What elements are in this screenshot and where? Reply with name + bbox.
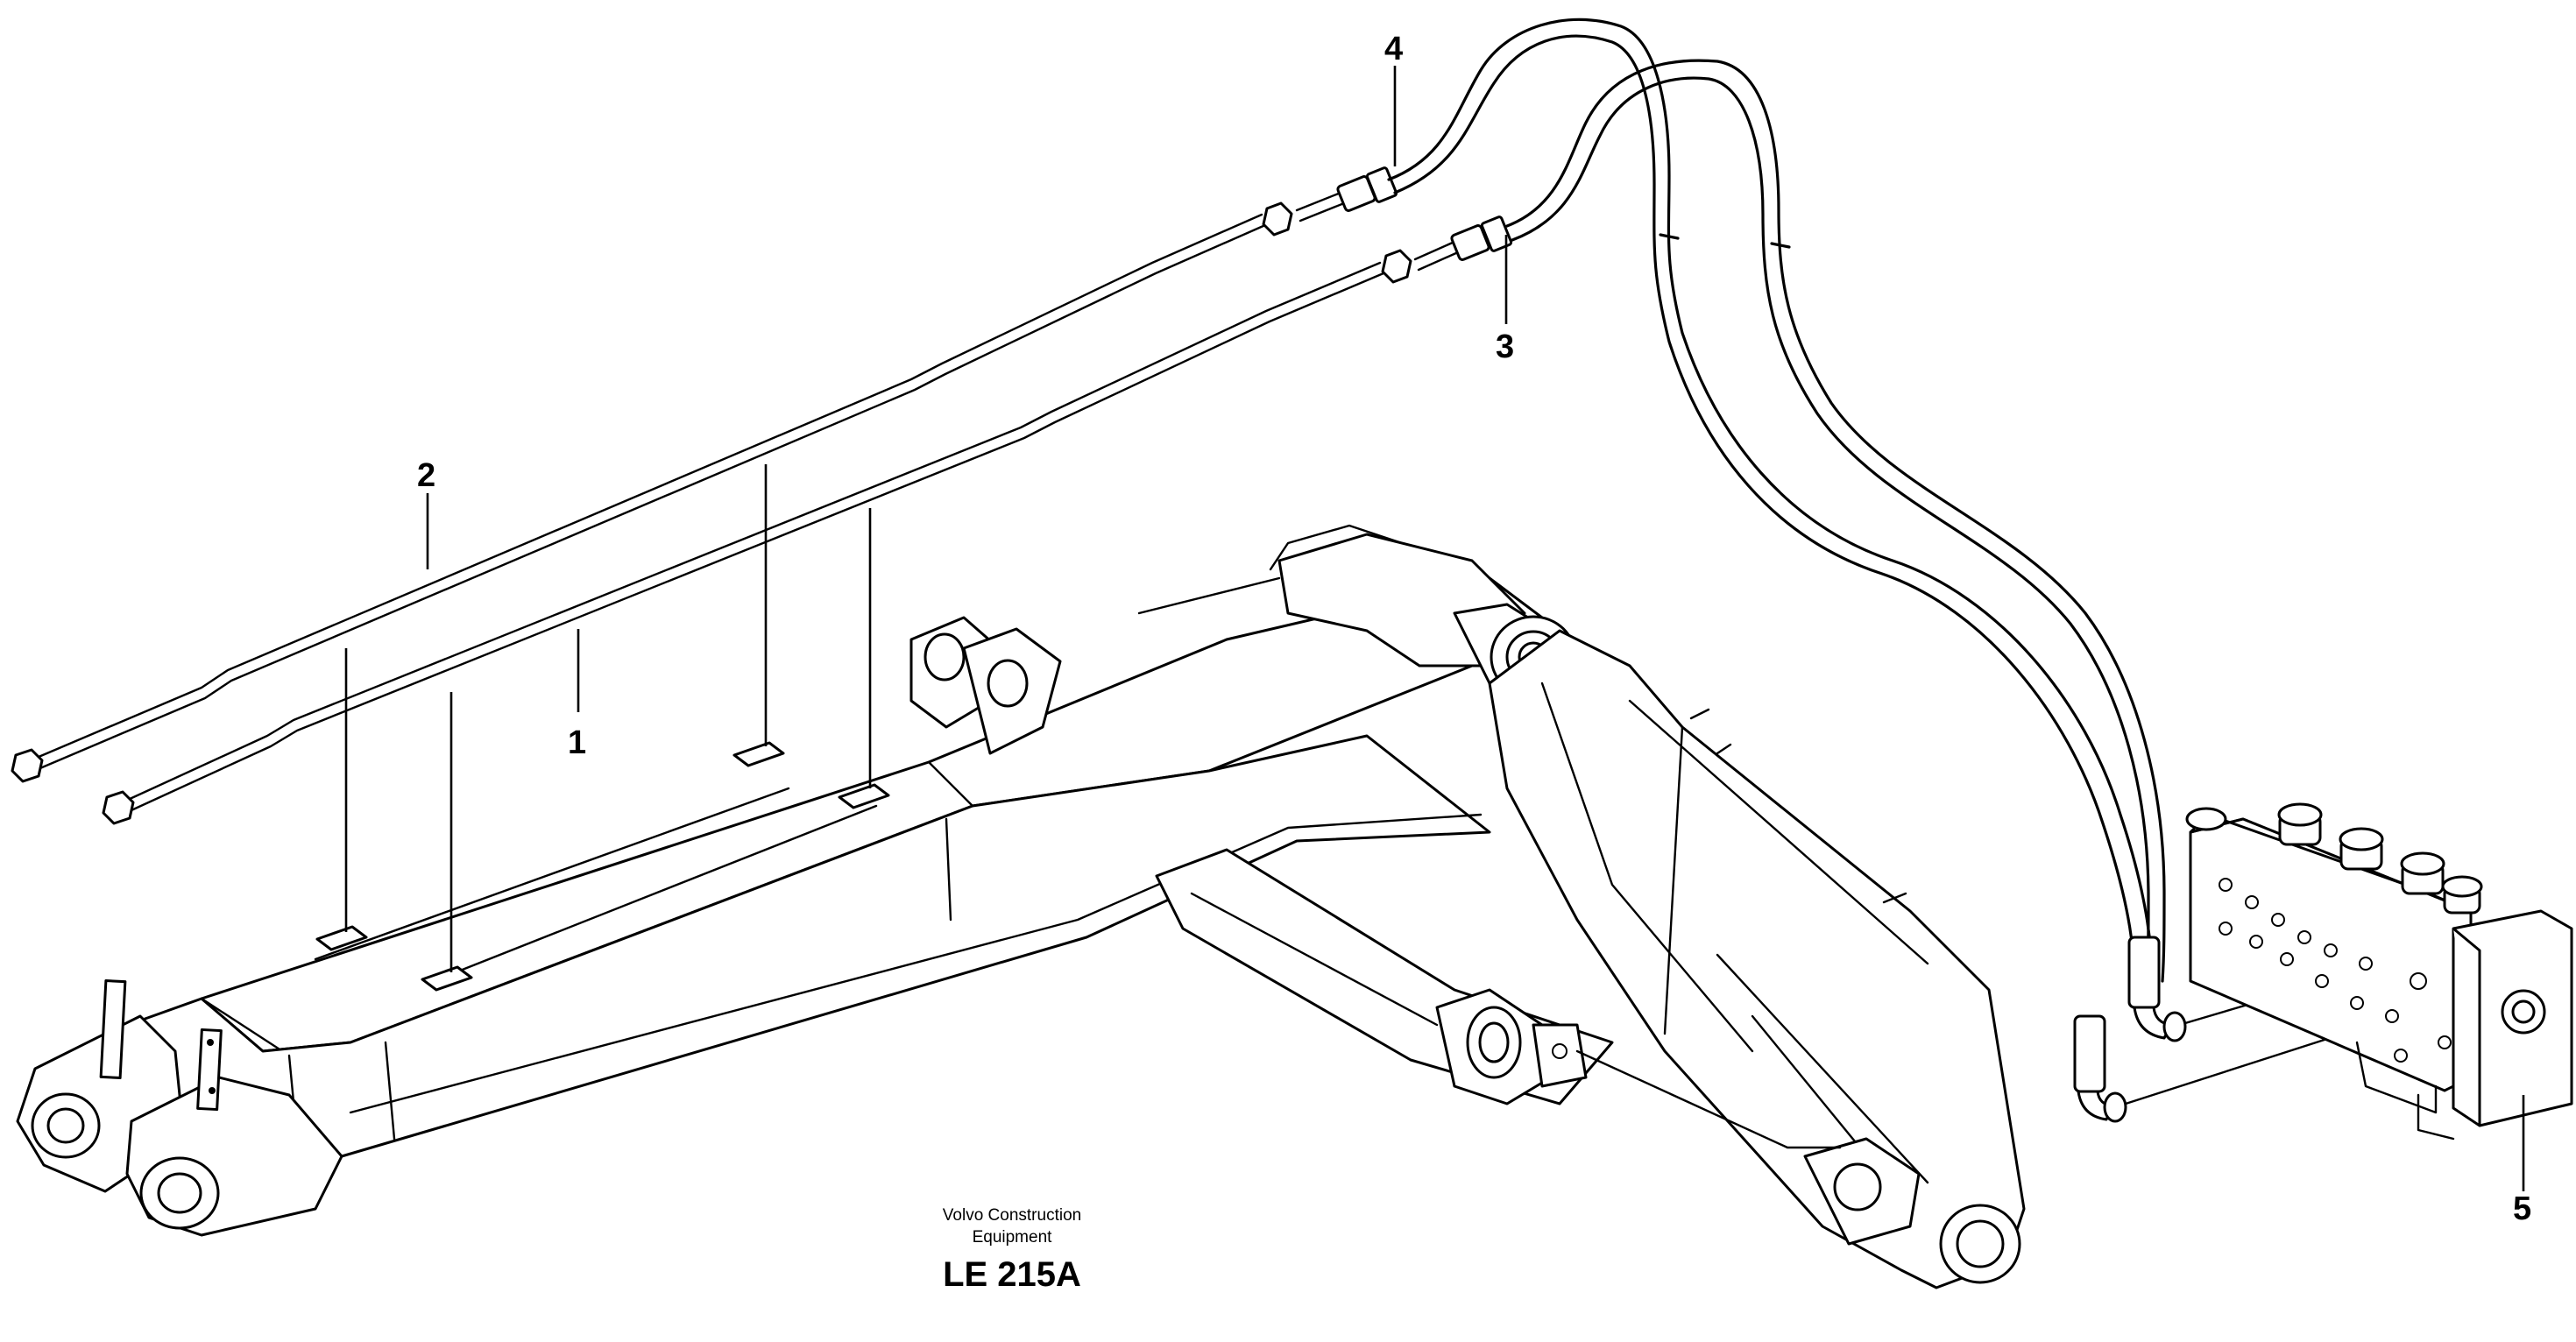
hose-3	[1505, 59, 2166, 983]
part-label-5: 5	[2513, 1190, 2531, 1227]
drawing-caption: Volvo Construction Equipment LE 215A	[943, 1206, 1081, 1294]
part-label-2: 2	[417, 457, 435, 494]
pipe-clamps	[315, 741, 890, 992]
fitting-lower	[1413, 215, 1513, 272]
pipe-2-coupling-nut	[1262, 201, 1293, 237]
part-label-3: 3	[1496, 328, 1514, 365]
part-labels: 1 2 3 4 5	[417, 31, 2531, 1227]
pipe-2-end-nut	[11, 748, 44, 783]
manufacturer-line-2: Equipment	[973, 1228, 1053, 1247]
boom-assembly	[16, 464, 2026, 1289]
fitting-upper	[1295, 166, 1398, 222]
hose-break-marks	[1659, 233, 1791, 249]
part-label-1: 1	[568, 724, 586, 761]
drawing-code: LE 215A	[943, 1255, 1081, 1294]
part-label-4: 4	[1384, 31, 1403, 67]
pipe-1-coupling-nut	[1381, 249, 1412, 284]
pipe-2	[11, 201, 1293, 783]
hose-4	[1387, 18, 2154, 1009]
pipe-1-end-nut	[102, 790, 135, 825]
manufacturer-line-1: Volvo Construction	[943, 1206, 1081, 1225]
hose-end-fittings	[2073, 936, 2359, 1123]
pipe-1	[102, 249, 1412, 825]
control-valve	[2185, 802, 2573, 1141]
